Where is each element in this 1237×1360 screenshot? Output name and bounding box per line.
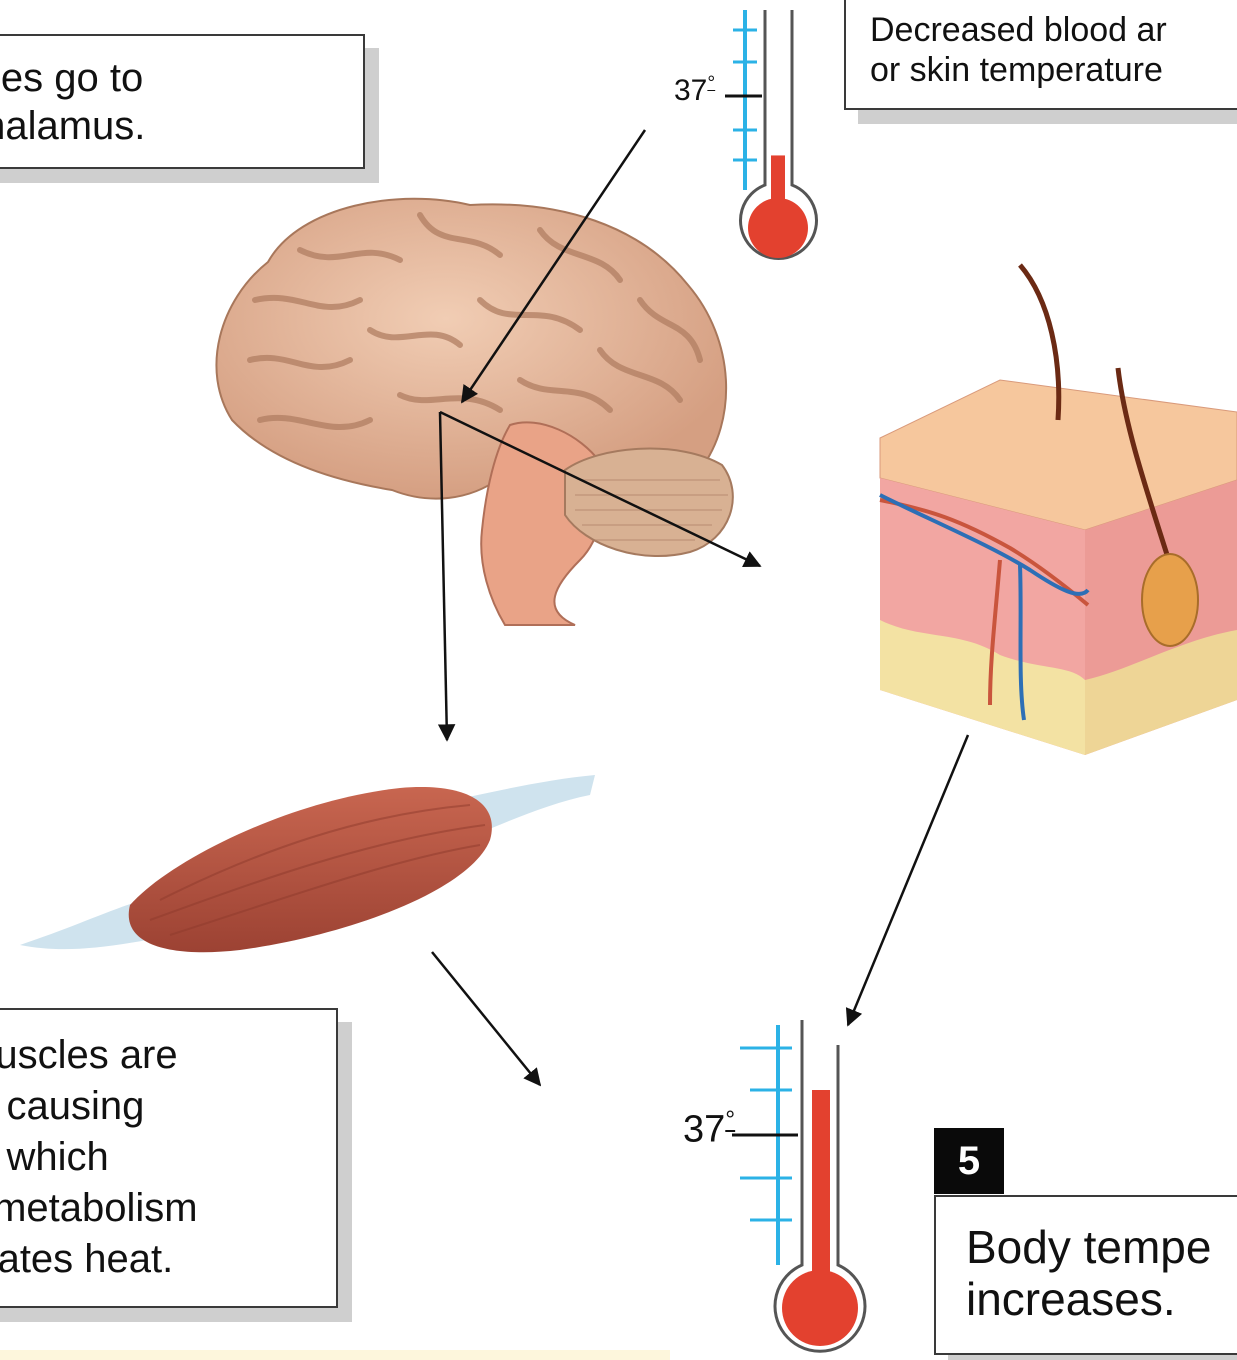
impulses-line-1: lses go to	[0, 54, 363, 102]
muscles-shivering-box: muscles are d, causing g, which s metabo…	[0, 1008, 338, 1308]
muscles-line-5: erates heat.	[0, 1234, 336, 1285]
decreased-line-2: or skin temperature	[870, 50, 1237, 90]
decreased-temperature-box: Decreased blood ar or skin temperature	[844, 0, 1237, 110]
body-temperature-box: Body tempe increases.	[934, 1195, 1237, 1355]
step-number-badge: 5	[934, 1128, 1004, 1194]
thermometer-top	[725, 10, 817, 259]
skin-cross-section-illustration	[880, 265, 1237, 755]
thermometer-top-label: 37°	[674, 72, 715, 108]
thermometer-bottom-label: 37°	[683, 1107, 735, 1152]
decreased-line-1: Decreased blood ar	[870, 10, 1237, 50]
thermometer-bottom	[732, 1020, 865, 1351]
bottom-highlight-strip	[0, 1350, 670, 1360]
thermometer-bottom-value: 37	[683, 1109, 725, 1151]
degree-symbol-bottom: °	[725, 1107, 735, 1134]
muscles-line-3: g, which	[0, 1132, 336, 1183]
body-line-1: Body tempe	[966, 1221, 1237, 1273]
arrow-skin-to-thermometer	[848, 735, 968, 1025]
impulses-to-hypothalamus-box: lses go to thalamus.	[0, 34, 365, 169]
muscles-line-2: d, causing	[0, 1081, 336, 1132]
arrow-muscle-to-thermometer	[432, 952, 540, 1085]
brain-illustration	[216, 199, 732, 625]
muscles-line-4: s metabolism	[0, 1183, 336, 1234]
muscles-line-1: muscles are	[0, 1030, 336, 1081]
degree-symbol-top: °	[707, 72, 715, 94]
thermometer-top-value: 37	[674, 74, 707, 107]
impulses-line-2: thalamus.	[0, 102, 363, 150]
body-line-2: increases.	[966, 1273, 1237, 1325]
skeletal-muscle-illustration	[20, 775, 595, 952]
